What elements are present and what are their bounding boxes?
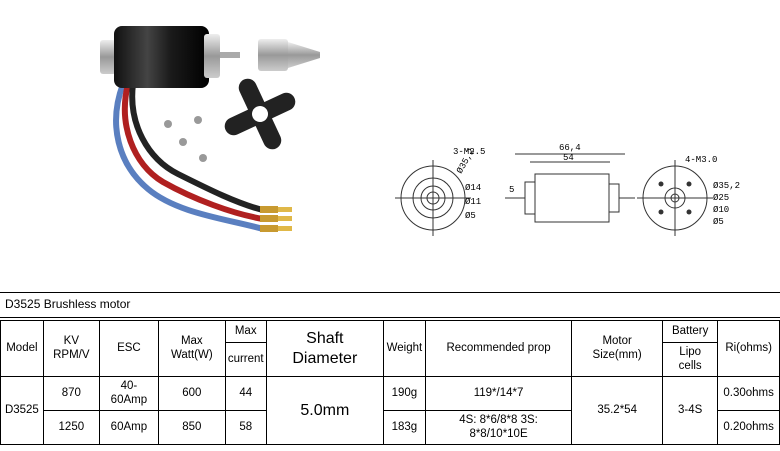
product-image-area: 3-M2.5 Ø35,2 Ø14 Ø11 Ø5 66,4 54 5 4-M3.0… bbox=[100, 26, 740, 236]
header-battery: Battery bbox=[662, 320, 719, 343]
cell-motor-size: 35.2*54 bbox=[571, 376, 664, 445]
product-title: D3525 Brushless motor bbox=[5, 297, 131, 311]
right-d1-label: Ø35,2 bbox=[713, 181, 740, 191]
cell-current: 58 bbox=[224, 410, 267, 445]
cell-weight: 190g bbox=[382, 376, 426, 411]
cell-esc: 40-60Amp bbox=[98, 376, 159, 411]
motor-product-photo bbox=[100, 26, 320, 232]
cell-prop: 4S: 8*6/8*8 3S:8*8/10*10E bbox=[424, 410, 573, 445]
table-row: 1250 60Amp 850 58 183g 4S: 8*6/8*8 3S:8*… bbox=[1, 410, 780, 445]
left-d4-label: Ø5 bbox=[465, 211, 476, 221]
cell-ri: 0.20ohms bbox=[717, 410, 780, 445]
technical-drawing: 3-M2.5 Ø35,2 Ø14 Ø11 Ø5 66,4 54 5 4-M3.0… bbox=[395, 143, 740, 236]
cell-shaft: 5.0mm bbox=[265, 376, 384, 445]
header-esc: ESC bbox=[98, 320, 159, 377]
header-weight: Weight bbox=[382, 320, 426, 377]
divider-line bbox=[0, 292, 780, 293]
cell-ri: 0.30ohms bbox=[717, 376, 780, 411]
cell-kv: 870 bbox=[42, 376, 100, 411]
right-d4-label: Ø5 bbox=[713, 217, 724, 227]
header-model: Model bbox=[0, 320, 44, 377]
cell-cells: 3-4S bbox=[662, 376, 719, 445]
cell-weight: 183g bbox=[382, 410, 426, 445]
cell-prop: 119*/14*7 bbox=[424, 376, 573, 411]
table-top-line bbox=[0, 317, 780, 318]
right-d3-label: Ø10 bbox=[713, 205, 729, 215]
header-max-current-top: Max bbox=[224, 320, 267, 343]
cell-watt: 850 bbox=[157, 410, 226, 445]
header-recommended-prop: Recommended prop bbox=[424, 320, 573, 377]
left-d3-label: Ø11 bbox=[465, 197, 481, 207]
cell-kv: 1250 bbox=[42, 410, 100, 445]
cell-watt: 600 bbox=[157, 376, 226, 411]
header-ri: Ri(ohms) bbox=[717, 320, 780, 377]
left-holes-label: 3-M2.5 bbox=[453, 147, 485, 157]
table-row: D3525 870 40-60Amp 600 44 5.0mm 190g 119… bbox=[0, 376, 780, 445]
cell-esc: 60Amp bbox=[98, 410, 159, 445]
cell-current: 44 bbox=[224, 376, 267, 411]
dim-total-length: 66,4 bbox=[559, 143, 581, 153]
left-d2-label: Ø14 bbox=[465, 183, 481, 193]
header-max-current-bottom: current bbox=[224, 342, 267, 377]
right-holes-label: 4-M3.0 bbox=[685, 155, 717, 165]
cell-model: D3525 bbox=[0, 376, 44, 445]
right-d2-label: Ø25 bbox=[713, 193, 729, 203]
dim-shaft: 5 bbox=[509, 185, 514, 195]
dim-body-length: 54 bbox=[563, 153, 574, 163]
